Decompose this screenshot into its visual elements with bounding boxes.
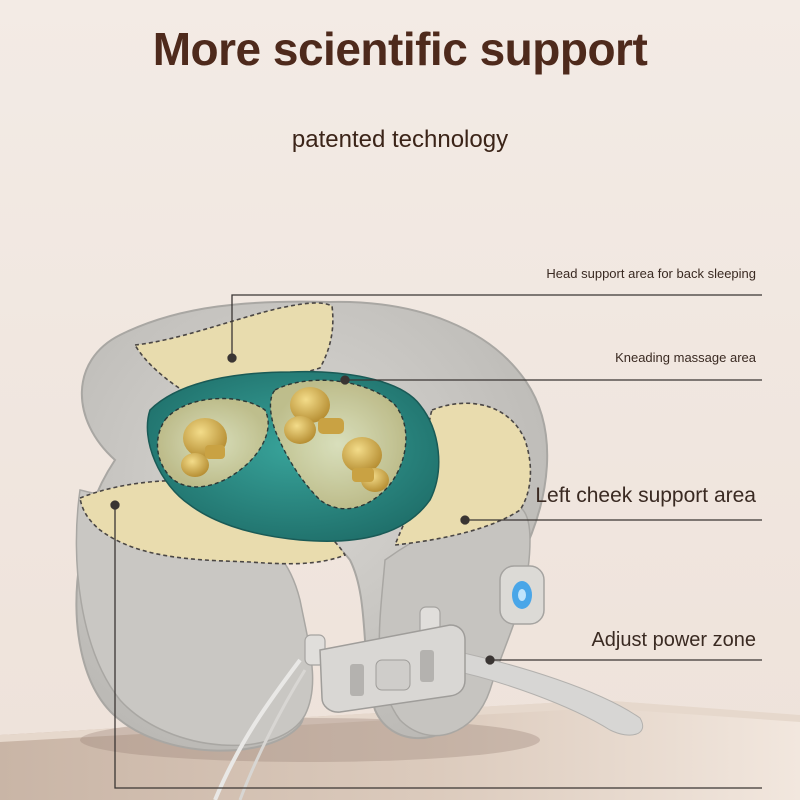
page-subtitle: patented technology [291, 126, 509, 153]
callout-kneading-massage: Kneading massage area [615, 350, 756, 365]
callout-lines [110, 294, 762, 789]
page-title: More scientific support [152, 23, 648, 75]
callout-left-cheek-support: Left cheek support area [535, 484, 756, 507]
power-button-icon [499, 565, 545, 625]
massage-nodes [181, 387, 389, 492]
callout-head-support: Head support area for back sleeping [546, 266, 756, 281]
callout-adjust-power: Adjust power zone [591, 629, 756, 651]
